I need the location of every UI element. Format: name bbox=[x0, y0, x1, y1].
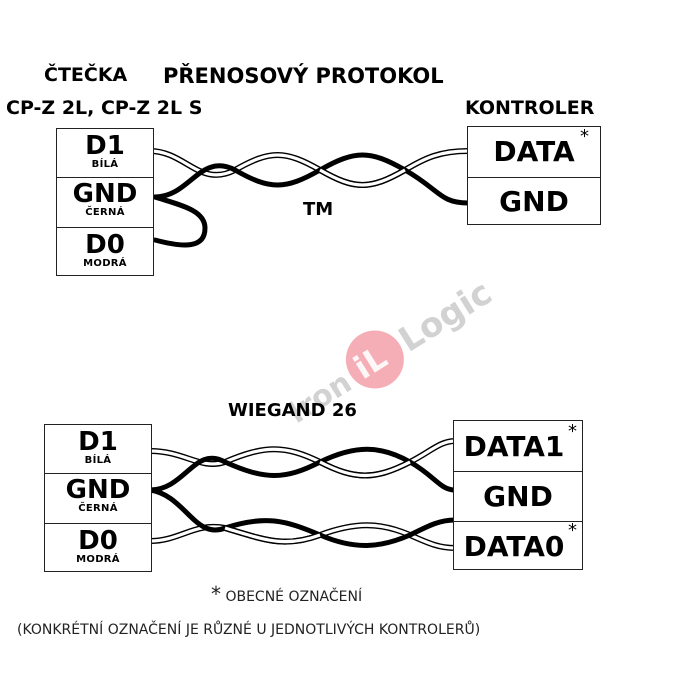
pin-name: GND bbox=[65, 475, 131, 505]
controller-pin-data: DATA bbox=[468, 127, 600, 177]
pin-name: D0 bbox=[85, 230, 125, 260]
pin-name: GND bbox=[72, 179, 138, 209]
top-gnd-d0-loop bbox=[152, 194, 208, 248]
pin-name: DATA0 bbox=[463, 530, 565, 563]
wire-label-tm: TM bbox=[303, 199, 334, 220]
bottom-white-wire-1 bbox=[147, 438, 458, 479]
top-controller-box: DATA GND bbox=[467, 126, 601, 225]
pin-color: MODRÁ bbox=[76, 554, 120, 565]
top-black-wire bbox=[152, 152, 471, 206]
reader-pin-gnd: GND ČERNÁ bbox=[57, 177, 153, 227]
footnote-asterisk: * bbox=[211, 582, 221, 606]
pin-name: D1 bbox=[78, 427, 118, 457]
pin-color: ČERNÁ bbox=[78, 503, 118, 514]
footnote-general: * OBECNÉ OZNAČENÍ bbox=[211, 582, 362, 606]
top-reader-box: D1 BÍLÁ GND ČERNÁ D0 MODRÁ bbox=[56, 128, 154, 276]
pin-name: D1 bbox=[85, 131, 125, 161]
bottom-reader-box: D1 BÍLÁ GND ČERNÁ D0 MODRÁ bbox=[44, 424, 152, 572]
asterisk-data0: * bbox=[568, 520, 577, 541]
footnote-general-text: OBECNÉ OZNAČENÍ bbox=[225, 589, 363, 605]
reader-title: ČTEČKA bbox=[44, 64, 128, 86]
reader-pin-d0: D0 MODRÁ bbox=[57, 227, 153, 277]
asterisk-data1: * bbox=[568, 421, 577, 442]
reader-pin-d1: D1 BÍLÁ bbox=[57, 129, 153, 177]
controller-pin-data1: DATA1 bbox=[454, 421, 582, 471]
controller-pin-gnd: GND bbox=[468, 177, 600, 226]
pin-name: DATA bbox=[493, 135, 575, 168]
pin-name: DATA1 bbox=[463, 430, 565, 463]
protocol-title-bottom: WIEGAND 26 bbox=[228, 400, 357, 421]
bottom-controller-box: DATA1 GND DATA0 bbox=[453, 420, 583, 570]
controller-pin-gnd: GND bbox=[454, 471, 582, 521]
pin-name: GND bbox=[483, 480, 553, 513]
reader-pin-gnd: GND ČERNÁ bbox=[45, 473, 151, 523]
pin-color: BÍLÁ bbox=[84, 455, 112, 466]
bottom-black-wire-2 bbox=[147, 487, 458, 548]
controller-pin-data0: DATA0 bbox=[454, 521, 582, 571]
pin-color: ČERNÁ bbox=[85, 207, 125, 218]
pin-name: GND bbox=[499, 185, 569, 218]
reader-model: CP-Z 2L, CP-Z 2L S bbox=[6, 97, 203, 119]
pin-color: MODRÁ bbox=[83, 258, 127, 269]
protocol-title-top: PŘENOSOVÝ PROTOKOL bbox=[163, 64, 444, 88]
asterisk-data: * bbox=[580, 126, 589, 147]
controller-title: KONTROLER bbox=[465, 97, 595, 119]
bottom-black-wire-1 bbox=[147, 446, 458, 493]
reader-pin-d1: D1 BÍLÁ bbox=[45, 425, 151, 473]
footnote-specific: (KONKRÉTNÍ OZNAČENÍ JE RŮZNÉ U JEDNOTLIV… bbox=[17, 622, 481, 638]
pin-color: BÍLÁ bbox=[91, 159, 119, 170]
pin-name: D0 bbox=[78, 526, 118, 556]
reader-pin-d0: D0 MODRÁ bbox=[45, 523, 151, 573]
